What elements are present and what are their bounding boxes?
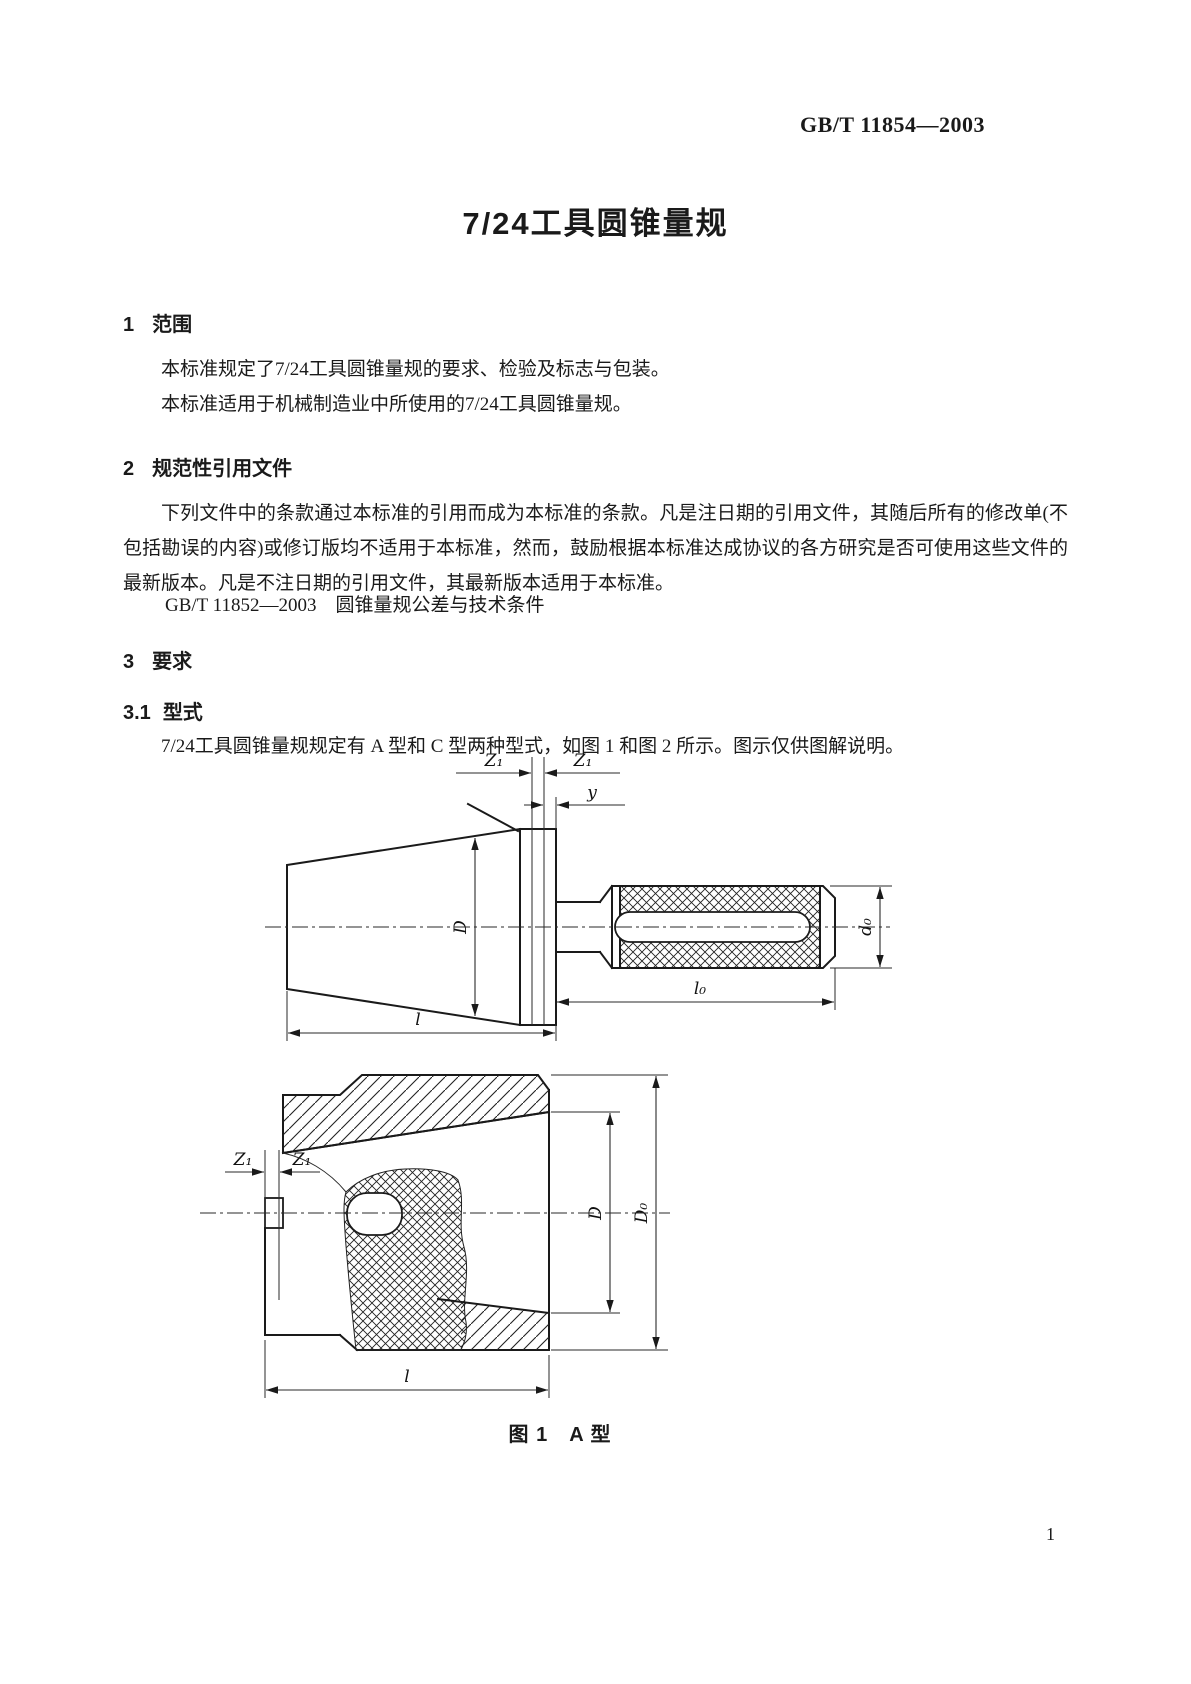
dim-label-d-ring: D <box>586 1206 606 1221</box>
page-number: 1 <box>1046 1524 1055 1544</box>
section-2-heading: 2 规范性引用文件 <box>123 452 292 481</box>
figure-caption: 图 1 A 型 <box>508 1424 612 1446</box>
dim-label-z1-right: Z₁ <box>573 751 593 771</box>
section-title: 规范性引用文件 <box>152 458 293 480</box>
ring-wall-section-top <box>282 1074 550 1155</box>
l-dimension-ring: l <box>264 1340 550 1398</box>
plug-gauge-view: Z₁ Z₁ y D <box>265 751 892 1041</box>
z1-dimension-plug: Z₁ Z₁ <box>456 751 620 777</box>
dim-label-z1-ring-left: Z₁ <box>233 1150 253 1170</box>
dim-label-z1-left: Z₁ <box>484 751 504 771</box>
section-number: 2 <box>123 458 135 480</box>
l0-dimension-handle: l₀ <box>557 968 836 1010</box>
dim-label-y: y <box>586 783 597 803</box>
section-1-heading: 1 范围 <box>123 308 192 337</box>
paragraph: 7/24工具圆锥量规规定有 A 型和 C 型两种型式，如图 1 和图 2 所示。… <box>161 736 905 757</box>
section-number: 3 <box>123 651 135 673</box>
l-dimension-plug: l <box>286 991 557 1041</box>
section-title: 要求 <box>152 651 193 673</box>
section-number: 3.1 <box>123 702 151 724</box>
section-title: 范围 <box>152 314 193 336</box>
paragraph: 下列文件中的条款通过本标准的引用而成为本标准的条款。凡是注日期的引用文件，其随后… <box>123 503 1068 594</box>
section-title: 型式 <box>162 702 203 724</box>
dim-label-l0: l₀ <box>694 979 706 999</box>
paragraph: 本标准适用于机械制造业中所使用的7/24工具圆锥量规。 <box>161 394 632 415</box>
ring-slot <box>346 1192 403 1236</box>
gauge-plane-tick <box>466 802 520 833</box>
section-3-1-heading: 3.1 型式 <box>123 696 203 725</box>
page-title: 7/24工具圆锥量规 <box>462 206 729 241</box>
handle-neck <box>555 884 614 970</box>
ring-wall-section-bottom <box>461 1302 549 1350</box>
y-dimension-plug: y <box>524 783 625 809</box>
ring-gauge-section-view: Z₁ Z₁ D D₀ <box>200 1074 670 1398</box>
dim-label-l-ring: l <box>404 1367 409 1387</box>
standard-code: GB/T 11854—2003 <box>800 112 985 137</box>
break-line <box>282 1152 347 1193</box>
dim-label-z1-ring-right: Z₁ <box>292 1150 312 1170</box>
paragraph: 本标准规定了7/24工具圆锥量规的要求、检验及标志与包装。 <box>161 359 670 380</box>
section-3-heading: 3 要求 <box>123 645 192 674</box>
figure-1-drawing: Z₁ Z₁ y D <box>200 751 892 1398</box>
z1-dimension-ring: Z₁ Z₁ <box>225 1150 320 1176</box>
normative-reference: GB/T 11852—2003 圆锥量规公差与技术条件 <box>165 595 545 616</box>
section-number: 1 <box>123 314 135 336</box>
dim-label-l-plug: l <box>415 1010 420 1030</box>
